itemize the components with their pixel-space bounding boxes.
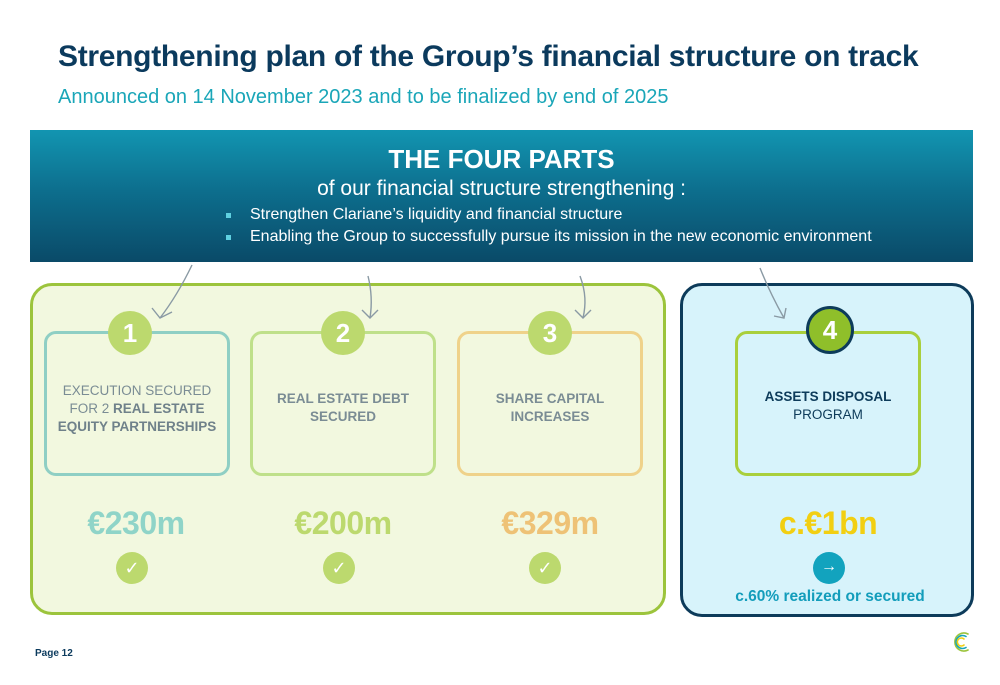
- part-number-badge-1: 1: [108, 311, 152, 355]
- banner-bullet: Enabling the Group to successfully pursu…: [226, 228, 872, 246]
- connector-arrow-2-head: [361, 309, 379, 319]
- banner-title: THE FOUR PARTS: [388, 144, 615, 174]
- page-number: Page 12: [35, 648, 73, 659]
- part-1-line-2: FOR 2 REAL ESTATE: [57, 400, 217, 418]
- bullet-text: Enabling the Group to successfully pursu…: [250, 228, 872, 245]
- bullet-text: Strengthen Clariane’s liquidity and fina…: [250, 206, 623, 223]
- connector-arrow-1-head: [151, 307, 173, 319]
- part-4-status-text: c.60% realized or secured: [735, 588, 925, 605]
- banner-bullet-list: Strengthen Clariane’s liquidity and fina…: [226, 206, 872, 250]
- check-icon: ✓: [323, 552, 355, 584]
- part-2-line-2: SECURED: [309, 409, 376, 424]
- connector-arrow-1: [159, 264, 193, 319]
- part-2-line-1: REAL ESTATE DEBT: [276, 391, 409, 406]
- part-3-line-1: SHARE CAPITAL: [495, 391, 605, 406]
- part-1-line-2-bold: REAL ESTATE: [113, 401, 205, 416]
- connector-arrow-4-head: [773, 307, 787, 319]
- connector-arrow-2: [367, 275, 373, 319]
- part-4-amount: c.€1bn: [778, 505, 878, 541]
- bullet-square-icon: [226, 213, 231, 218]
- part-1-amount: €230m: [87, 505, 185, 541]
- page-subtitle: Announced on 14 November 2023 and to be …: [58, 86, 669, 108]
- clariane-logo: [954, 632, 969, 652]
- part-3-amount: €329m: [501, 505, 599, 541]
- part-3-line-2: INCREASES: [510, 409, 590, 424]
- part-card-2-text: REAL ESTATE DEBT SECURED: [253, 390, 433, 426]
- part-4-line-1: ASSETS DISPOSAL: [764, 389, 892, 404]
- part-1-line-2-normal: FOR 2: [69, 401, 113, 416]
- page-title: Strengthening plan of the Group’s financ…: [58, 40, 919, 73]
- part-card-3-text: SHARE CAPITAL INCREASES: [460, 390, 640, 426]
- part-number-badge-2: 2: [321, 311, 365, 355]
- part-4-line-2: PROGRAM: [793, 407, 863, 422]
- part-2-amount: €200m: [294, 505, 392, 541]
- part-number-badge-4: 4: [806, 306, 854, 354]
- connector-arrow-3-head: [574, 309, 592, 319]
- part-1-line-1: EXECUTION SECURED: [62, 383, 212, 398]
- bullet-square-icon: [226, 235, 231, 240]
- check-icon: ✓: [116, 552, 148, 584]
- connector-arrow-4: [759, 267, 785, 319]
- part-card-4-text: ASSETS DISPOSAL PROGRAM: [738, 388, 918, 424]
- banner-bullet: Strengthen Clariane’s liquidity and fina…: [226, 206, 848, 224]
- banner-subtitle: of our financial structure strengthening…: [317, 177, 686, 200]
- four-parts-banner: THE FOUR PARTS of our financial structur…: [30, 130, 973, 262]
- arrow-right-icon: →: [813, 552, 845, 584]
- part-1-line-3: EQUITY PARTNERSHIPS: [57, 419, 217, 434]
- part-number-badge-3: 3: [528, 311, 572, 355]
- part-card-1-text: EXECUTION SECURED FOR 2 REAL ESTATE EQUI…: [47, 382, 227, 436]
- connector-arrow-3: [579, 275, 586, 319]
- check-icon: ✓: [529, 552, 561, 584]
